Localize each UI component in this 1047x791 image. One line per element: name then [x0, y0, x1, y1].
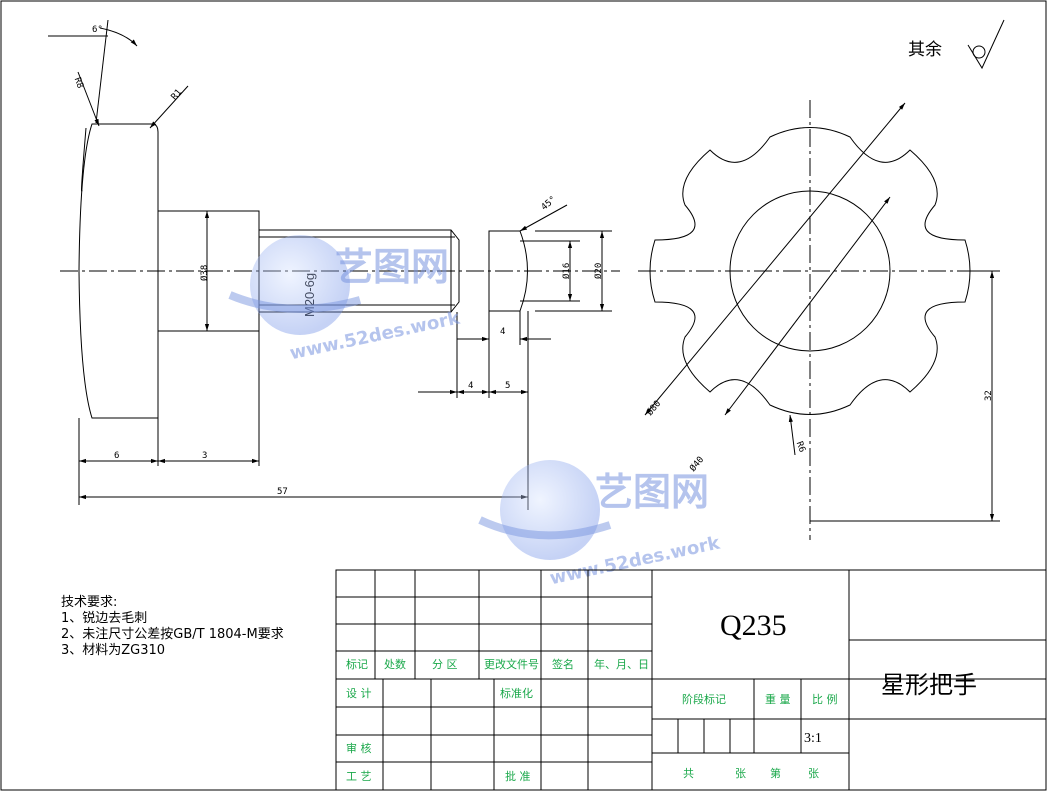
scale-label: 比 例	[812, 692, 838, 706]
globe-icon	[500, 460, 600, 560]
dim-dia-body: Ø38	[199, 265, 210, 281]
dim-r6: R6	[794, 440, 807, 454]
sheet-unit-b: 张	[808, 767, 819, 780]
scale-value: 3:1	[804, 731, 822, 746]
dim-4b: 4	[468, 381, 473, 391]
dim-57: 57	[277, 487, 288, 497]
watermark-brand: 艺图网	[595, 470, 709, 514]
dim-6: 6	[114, 451, 119, 461]
role-process: 工 艺	[346, 770, 372, 783]
role-review: 审 核	[346, 741, 372, 755]
front-view	[638, 100, 1000, 540]
part-name: 星形把手	[881, 671, 977, 699]
header-count: 处数	[384, 658, 406, 671]
dim-r1: R1	[170, 88, 185, 103]
dim-5: 5	[505, 381, 510, 391]
roughness-note: 其余	[908, 40, 942, 60]
dim-dia-small-1: Ø16	[561, 263, 572, 279]
title-block	[335, 569, 1047, 791]
tech-notes-title: 技术要求:	[61, 595, 118, 610]
tech-note-item: 2、未注尺寸公差按GB/T 1804-M要求	[61, 627, 284, 642]
header-change-doc: 更改文件号	[484, 657, 539, 671]
dim-r8: R8	[72, 76, 85, 90]
material-label: Q235	[720, 609, 787, 642]
tech-notes: 技术要求: 1、锐边去毛刺 2、未注尺寸公差按GB/T 1804-M要求 3、材…	[61, 595, 284, 659]
role-design: 设 计	[346, 687, 372, 700]
header-mark: 标记	[346, 657, 368, 671]
dim-4a: 4	[500, 327, 505, 337]
sheet-total: 共	[683, 767, 694, 780]
header-sign: 签名	[552, 657, 574, 671]
header-zone: 分 区	[432, 658, 458, 671]
watermark-brand: 艺图网	[335, 245, 449, 289]
role-approve: 批 准	[505, 769, 531, 783]
sheet-nth: 第	[770, 766, 781, 780]
dim-dia-80: Ø80	[644, 398, 663, 418]
stage-mark-label: 阶段标记	[682, 692, 726, 706]
watermark-upper: 艺图网 www.52des.work	[228, 235, 463, 364]
dim-angle: 6°	[92, 25, 103, 35]
side-view	[48, 19, 620, 510]
dim-32: 32	[984, 390, 994, 401]
tech-note-item: 3、材料为ZG310	[61, 643, 166, 658]
dim-3: 3	[202, 451, 207, 461]
dim-chamfer: 45°	[540, 195, 559, 213]
tech-note-item: 1、锐边去毛刺	[61, 611, 148, 626]
role-standard: 标准化	[500, 686, 533, 700]
sheet-unit-a: 张	[735, 767, 746, 780]
header-date: 年、月、日	[594, 657, 649, 671]
weight-label: 重 量	[765, 692, 791, 706]
roughness-symbol-icon	[967, 19, 1005, 70]
dim-dia-small-2: Ø20	[593, 263, 604, 279]
